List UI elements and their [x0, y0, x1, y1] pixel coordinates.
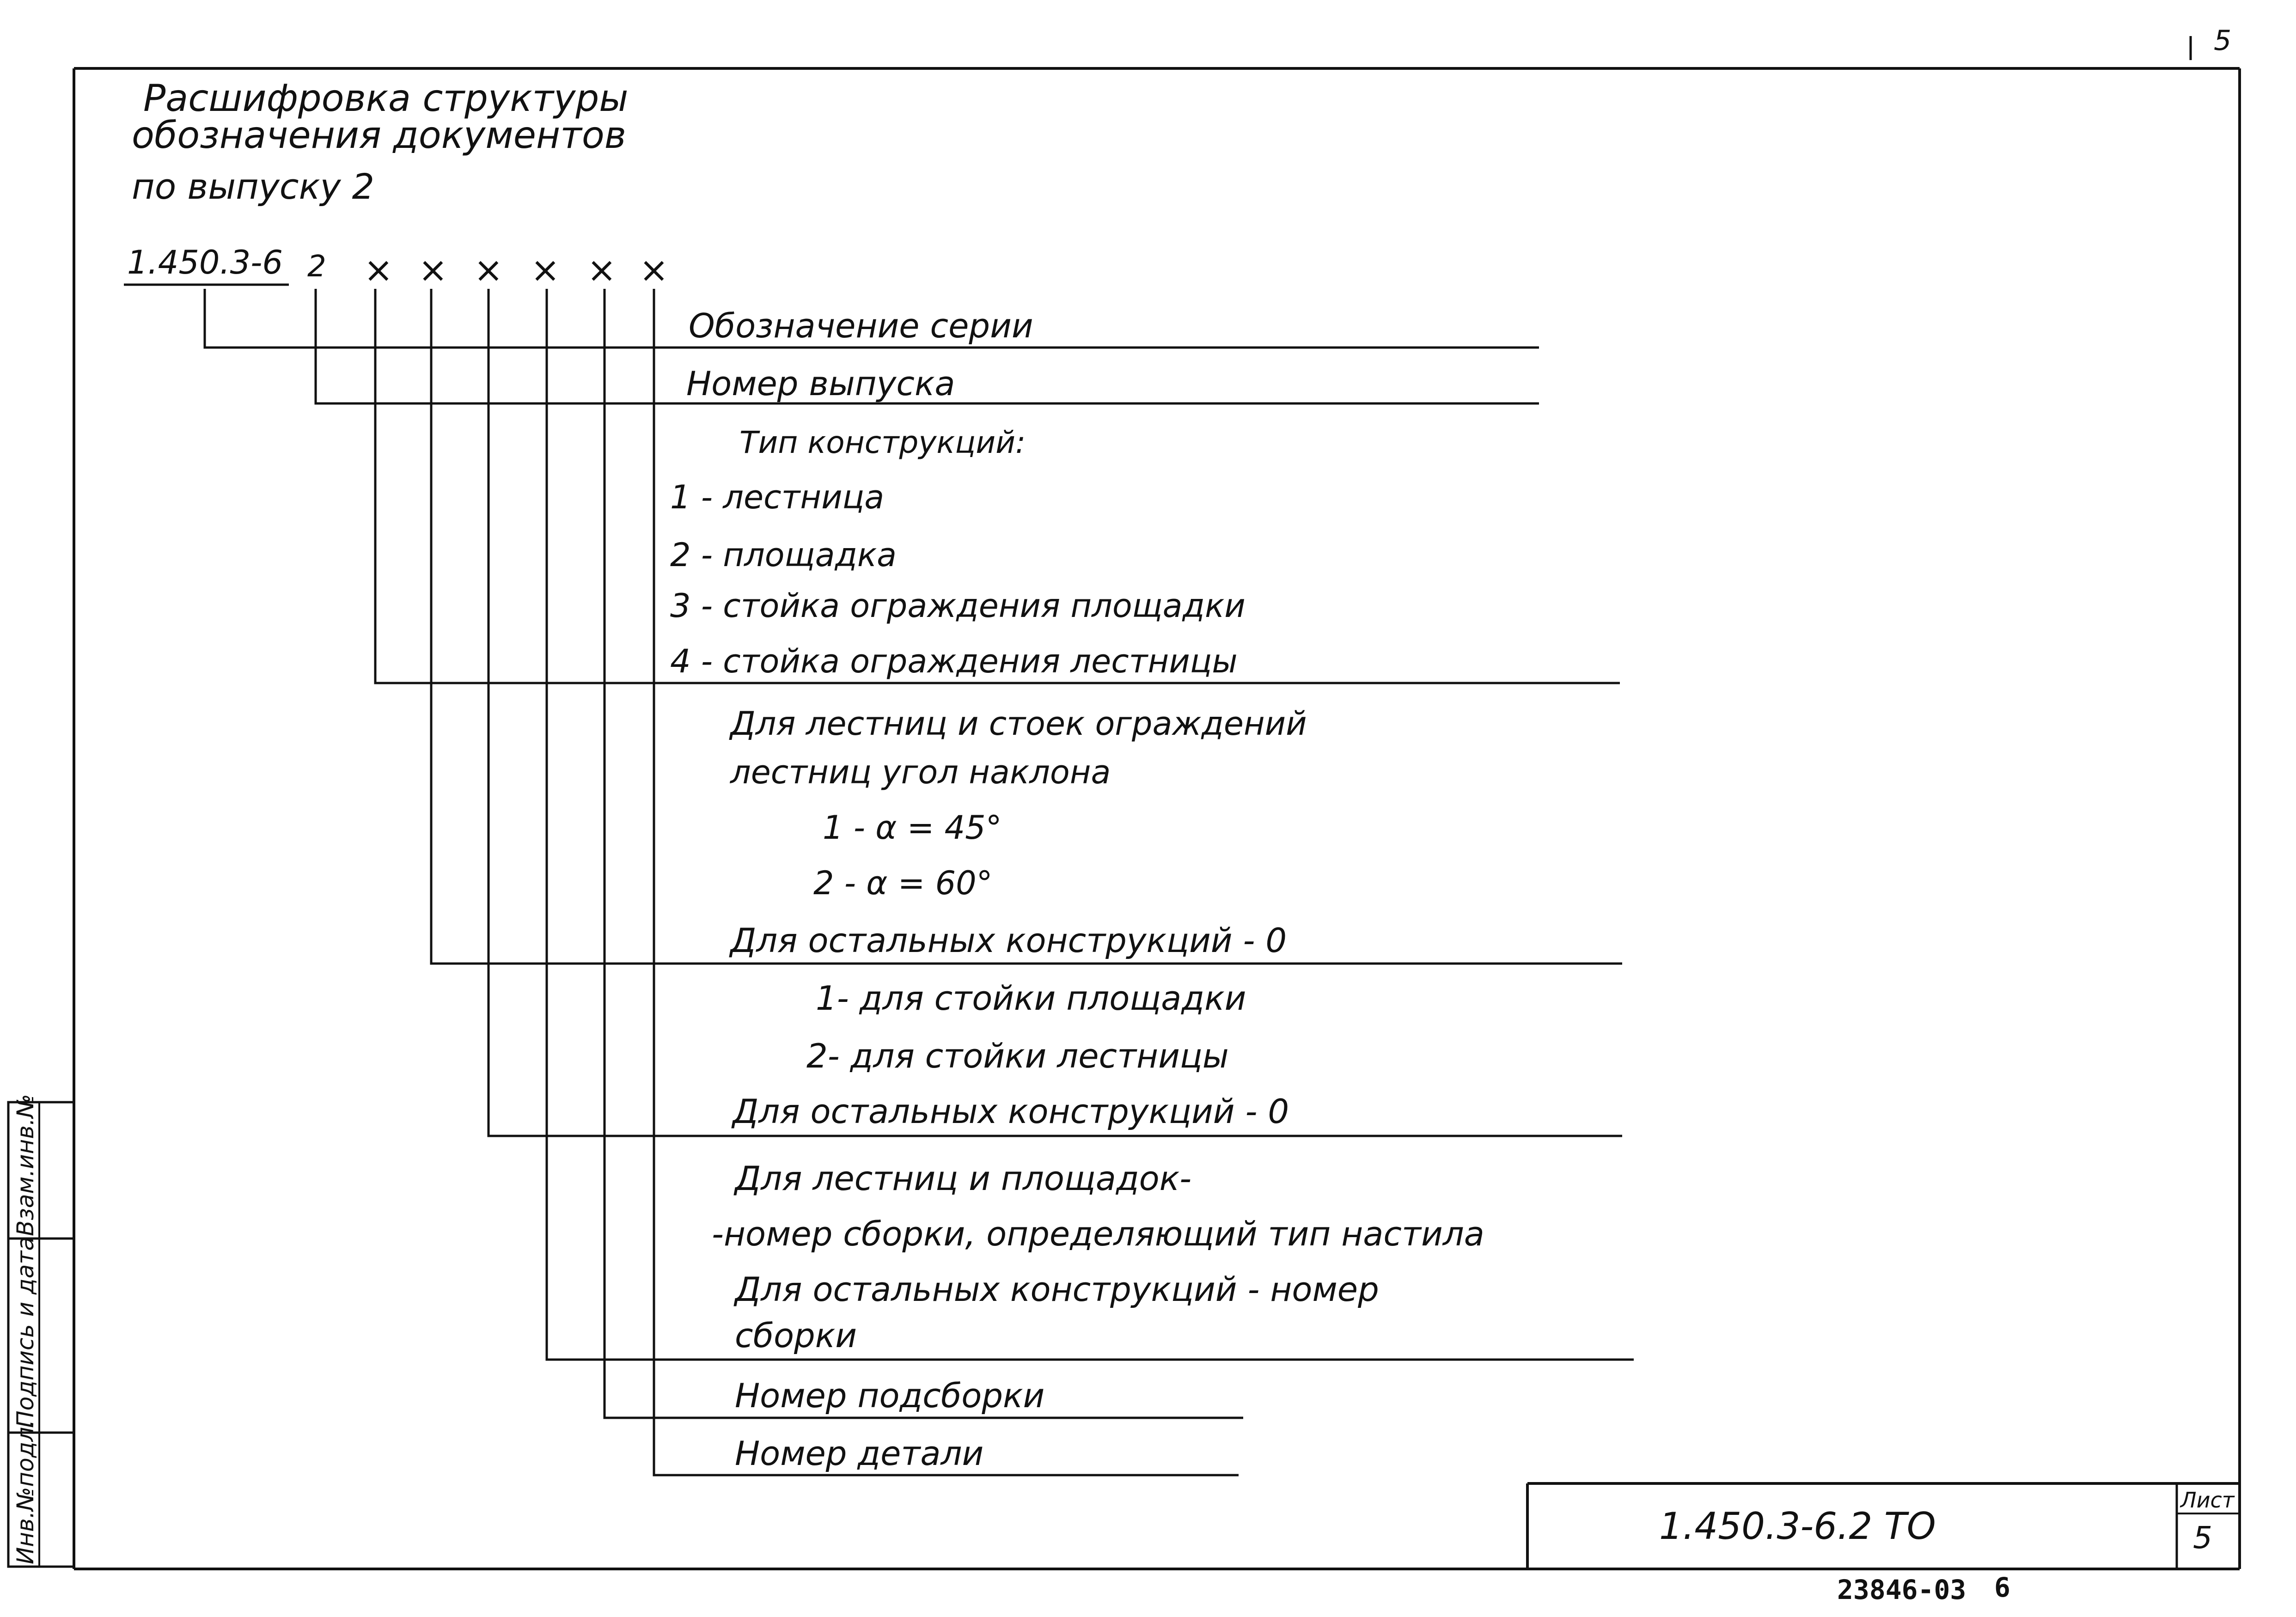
side-stamp-field-3: Взам.инв.№ — [12, 1094, 39, 1236]
desc-detail: Номер детали — [735, 1434, 983, 1473]
code-structure: 1.450.3-6 2 × × × × × × — [124, 244, 669, 290]
document-code: 1.450.3-6.2 ТО — [1659, 1505, 1936, 1548]
code-placeholder-3: × — [474, 249, 503, 290]
desc-post-opt-1: 1- для стойки площадки — [816, 979, 1246, 1018]
desc-type-item-4: 4 - стойка ограждения лестницы — [670, 642, 1238, 680]
title-line-1: Расшифровка структуры — [143, 77, 628, 120]
desc-assembly-line-3: Для остальных конструкций - номер — [733, 1270, 1379, 1309]
desc-assembly-line-1: Для лестниц и площадок- — [733, 1159, 1191, 1198]
desc-issue-number: Номер выпуска — [686, 364, 955, 403]
sheet-label: Лист — [2180, 1488, 2235, 1513]
desc-incline-other: Для остальных конструкций - 0 — [729, 921, 1287, 960]
title-line-3: по выпуску 2 — [132, 166, 374, 207]
descriptions: Обозначение серии Номер выпуска Тип конс… — [670, 306, 1484, 1473]
side-stamp-field-1: Инв.№подл. — [12, 1420, 39, 1564]
desc-assembly-line-4: сборки — [735, 1316, 857, 1355]
code-placeholder-4: × — [531, 249, 560, 290]
desc-subassembly: Номер подсборки — [735, 1376, 1044, 1415]
code-placeholder-6: × — [639, 249, 669, 290]
leader-lines — [203, 289, 1634, 1477]
sheet-number: 5 — [2193, 1520, 2212, 1556]
title-block: 1.450.3-6.2 ТО Лист 5 — [1526, 1482, 2240, 1569]
corner-sheet-mark: 5 — [2214, 24, 2231, 57]
code-placeholder-1: × — [364, 249, 393, 290]
desc-incline-line-1: Для лестниц и стоек ограждений — [729, 705, 1307, 743]
sheet-frame — [73, 36, 2241, 1570]
desc-post-other: Для остальных конструкций - 0 — [731, 1092, 1289, 1131]
desc-assembly-line-2: -номер сборки, определяющий тип настила — [712, 1214, 1484, 1253]
desc-type-item-3: 3 - стойка ограждения площадки — [670, 587, 1246, 625]
code-issue: 2 — [307, 250, 326, 284]
code-placeholder-2: × — [418, 249, 448, 290]
code-placeholder-5: × — [587, 249, 617, 290]
desc-incline-opt-2: 2 - α = 60° — [813, 864, 993, 902]
desc-type-item-1: 1 - лестница — [670, 478, 884, 516]
desc-post-opt-2: 2- для стойки лестницы — [806, 1037, 1229, 1075]
desc-incline-line-2: лестниц угол наклона — [729, 753, 1111, 791]
code-series: 1.450.3-6 — [127, 244, 283, 281]
side-stamp: Инв.№подл. Подпись и дата Взам.инв.№ — [7, 1094, 75, 1568]
footer-stamp: 23846-03 6 — [1837, 1572, 2010, 1605]
page-title: Расшифровка структуры обозначения докуме… — [132, 77, 628, 207]
side-stamp-field-2: Подпись и дата — [12, 1237, 39, 1428]
title-line-2: обозначения документов — [132, 114, 626, 157]
desc-series-designation: Обозначение серии — [689, 306, 1033, 345]
footer-code: 23846-03 — [1837, 1574, 1966, 1605]
footer-page: 6 — [1994, 1572, 2010, 1603]
desc-type-item-2: 2 - площадка — [670, 536, 897, 574]
desc-incline-opt-1: 1 - α = 45° — [823, 809, 1002, 847]
desc-type-heading: Тип конструкций: — [739, 425, 1026, 460]
